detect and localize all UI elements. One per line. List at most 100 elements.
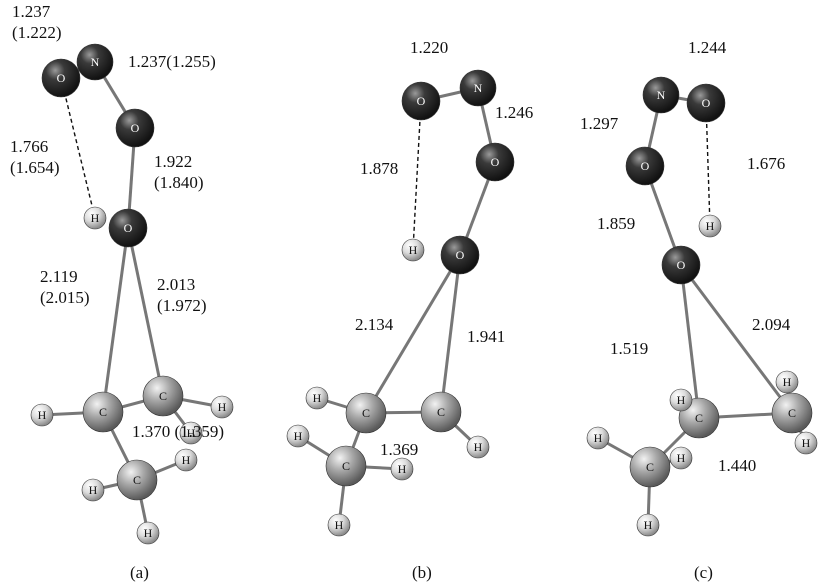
panel-a-atom-oxygen-o3: O [108, 208, 148, 248]
panel-a-atom-hydrogen-h7: H [136, 521, 160, 545]
panel-b-atom-hydrogen-h3: H [286, 424, 310, 448]
panel-a-atom-hydrogen-h6: H [81, 478, 105, 502]
atom-letter: N [657, 88, 666, 102]
panel-a-atom-oxygen-o1: O [41, 58, 81, 98]
atom-letter: C [159, 389, 167, 403]
atom-letter: H [89, 483, 98, 497]
atom-letter: O [124, 221, 133, 235]
atom-letter: H [677, 451, 686, 465]
panel-a-label-o-o: 1.922(1.840) [154, 152, 204, 192]
panel-b-atom-hydrogen-h6: H [327, 513, 351, 537]
panel-a-atom-carbon-c2: C [142, 375, 184, 417]
panel-b-atom-oxygen-o1: O [401, 81, 441, 121]
atom-letter: C [695, 411, 703, 425]
panel-a-atom-carbon-c3: C [116, 459, 158, 501]
atom-letter: H [313, 391, 322, 405]
panel-c-atom-hydrogen-h1: H [698, 214, 722, 238]
panel-b-atom-nitrogen-n: N [459, 69, 497, 107]
panel-c-atom-carbon-c1: C [678, 397, 720, 439]
atom-letter: H [802, 436, 811, 450]
atom-letter: C [133, 473, 141, 487]
panel-a-atom-hydrogen-h1: H [83, 206, 107, 230]
panel-a-atom-oxygen-o2: O [115, 108, 155, 148]
panel-a-atom-carbon-c1: C [82, 391, 124, 433]
panel-c-atom-hydrogen-h6: H [669, 446, 693, 470]
panel-a-caption: (a) [130, 563, 149, 582]
atom-letter: H [294, 429, 303, 443]
atom-letter: H [594, 431, 603, 445]
panel-c-label-hbond: 1.676 [747, 154, 785, 173]
panel-b-label-hbond: 1.878 [360, 159, 398, 178]
panel-c-atom-carbon-c2: C [771, 392, 813, 434]
panel-b-label-on-top: 1.220 [410, 38, 448, 57]
panel-c-atom-hydrogen-h4: H [794, 431, 818, 455]
atom-letter: H [474, 440, 483, 454]
atom-letter: O [57, 71, 66, 85]
panel-a-label-c2-o: 2.013(1.972) [157, 275, 207, 315]
atom-letter: H [706, 219, 715, 233]
panel-c-atom-oxygen-o1: O [686, 83, 726, 123]
panel-b-bond-o3-c1 [364, 254, 462, 414]
panel-a-label-on-top: 1.237(1.222) [12, 2, 62, 42]
panel-c-label-c1-o: 1.519 [610, 339, 648, 358]
atom-letter: H [398, 462, 407, 476]
atom-letter: N [474, 81, 483, 95]
panel-a-hydrogen-bond-dashed-line [60, 77, 96, 219]
panel-a-atom-nitrogen-n: N [76, 43, 114, 81]
panel-c-atom-carbon-c3: C [629, 446, 671, 488]
panel-c-atom-hydrogen-h5: H [586, 426, 610, 450]
atom-letter: O [491, 155, 500, 169]
atom-letter: H [677, 393, 686, 407]
atom-letter: H [335, 518, 344, 532]
panel-b-atom-hydrogen-h5: H [390, 457, 414, 481]
atom-letter: C [788, 406, 796, 420]
panel-b-atom-oxygen-o3: O [440, 235, 480, 275]
atom-letter: C [99, 405, 107, 419]
atom-letter: O [677, 258, 686, 272]
panel-b-hydrogen-bond-dashed-line [412, 100, 422, 251]
panel-b-atom-carbon-c3: C [325, 445, 367, 487]
atom-letter: C [362, 406, 370, 420]
atom-letter: H [218, 400, 227, 414]
atom-letter: H [644, 518, 653, 532]
panel-a-atom-hydrogen-h4: H [179, 421, 203, 445]
panel-c-atom-oxygen-o3: O [661, 245, 701, 285]
panel-a-atom-hydrogen-h2: H [30, 403, 54, 427]
panel-b-atom-hydrogen-h2: H [305, 386, 329, 410]
atom-letter: H [187, 426, 196, 440]
panel-c-label-nn-o: 1.297 [580, 114, 619, 133]
panel-b-atom-oxygen-o2: O [475, 142, 515, 182]
panel-c-atom-hydrogen-h7: H [636, 513, 660, 537]
panel-b-caption: (b) [412, 563, 432, 582]
panel-c-atom-hydrogen-h3: H [775, 370, 799, 394]
atom-letter: H [144, 526, 153, 540]
panel-b-label-c2-o: 1.941 [467, 327, 505, 346]
atom-letter: C [437, 405, 445, 419]
atom-letter: O [131, 121, 140, 135]
atom-letter: O [641, 159, 650, 173]
atom-letter: C [342, 459, 350, 473]
panel-c-label-c2-o: 2.094 [752, 315, 791, 334]
panel-a-label-hbond: 1.766(1.654) [10, 137, 60, 177]
atom-letter: H [783, 375, 792, 389]
panel-c-label-cc: 1.440 [718, 456, 756, 475]
panel-a-atom-hydrogen-h3: H [210, 395, 234, 419]
panel-b-label-nn-o: 1.246 [495, 103, 533, 122]
panel-c-atom-nitrogen-n: N [642, 76, 680, 114]
atom-letter: C [646, 460, 654, 474]
panel-a-bond-o3-c2 [126, 227, 165, 397]
panel-b-atom-hydrogen-h4: H [466, 435, 490, 459]
panel-a-label-cc: 1.370 (1.359) [132, 422, 224, 441]
atom-letter: O [702, 96, 711, 110]
panel-c-label-o-o: 1.859 [597, 214, 635, 233]
panel-c-atom-oxygen-o2: O [625, 146, 665, 186]
atom-letter: H [91, 211, 100, 225]
panel-a-bond-o3-c1 [101, 227, 130, 413]
panel-b-bond-o3-c2 [439, 254, 462, 413]
panel-b-atom-hydrogen-h1: H [401, 238, 425, 262]
panel-c-label-on-top: 1.244 [688, 38, 727, 57]
panel-a-label-nn-o: 1.237(1.255) [128, 52, 216, 71]
atom-letter: O [456, 248, 465, 262]
